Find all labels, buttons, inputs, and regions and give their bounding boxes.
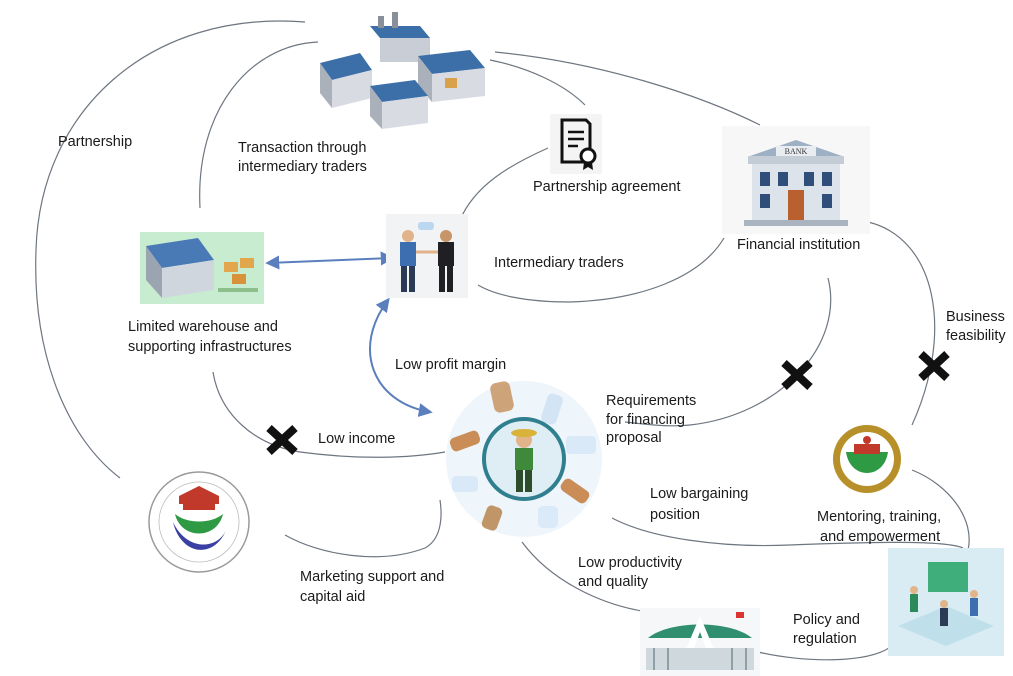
bank-requirements-connector [624,277,832,427]
business-feasibility-label-line1: Business [946,309,1005,325]
low-productivity-label-line1: Low productivity [578,555,682,571]
low-bargaining-label-line1: Low bargaining [650,486,749,502]
cross-mark-icon [918,351,950,381]
warehouse-income-connector [212,371,446,458]
warehouses-agreement-connector [489,59,586,106]
bank-traders-connector [477,237,725,303]
village-ministry-logo [148,471,250,573]
ministry-marketing-connector [284,499,442,558]
requirements-label-line2: for financing [606,412,685,428]
financial-institution-label: Financial institution [737,237,861,253]
mentoring-label-line1: Mentoring, training, [817,509,942,525]
business-feasibility-label-line2: feasibility [946,328,1006,344]
low-productivity-label-line2: and quality [578,574,649,590]
mentoring-label-line2: and empowerment [820,529,941,545]
government-building-icon [640,608,760,676]
policy-label-line2: regulation [793,631,857,647]
bank-mentoring-connector [867,221,936,426]
warehouse-traders-arrow [265,251,395,270]
transaction-label-line1: Transaction through [238,140,367,156]
partnership-agreement-label: Partnership agreement [533,179,681,195]
industrial-warehouses-icon [320,12,485,129]
warehouse-label-line2: supporting infrastructures [128,339,292,355]
agreement-traders-connector [459,147,549,221]
partnership-label: Partnership [58,134,133,150]
traders-handshake-icon [386,214,468,298]
farmer-mentoring-connector [611,517,964,549]
transaction-label-line2: intermediary traders [238,159,367,175]
traders-farmer-arrow [369,297,433,417]
requirements-label-line3: proposal [606,430,662,446]
policy-connector [757,644,894,661]
warehouses-bank-connector [494,51,761,126]
low-profit-margin-label: Low profit margin [395,357,507,373]
cross-mark-icon [781,360,813,390]
partnership-connector [35,20,306,479]
low-bargaining-label-line2: position [650,507,700,523]
limited-warehouse-icon [140,232,264,304]
bank-sign-text: BANK [785,147,808,156]
warehouse-label-line1: Limited warehouse and [128,319,278,335]
farmer-productivity-connector [521,541,649,613]
marketing-label-line2: capital aid [300,589,366,605]
farmer-products-icon [446,381,602,537]
regional-government-logo [833,425,901,493]
marketing-label-line1: Marketing support and [300,569,445,585]
bank-building-icon: BANK [722,126,870,234]
partnership-document-icon [550,114,602,174]
policy-label-line1: Policy and [793,612,860,628]
intermediary-traders-label: Intermediary traders [494,255,624,271]
requirements-label-line1: Requirements [606,393,697,409]
mentoring-meeting-connector [911,469,970,551]
transaction-connector [199,41,319,209]
cross-mark-icon [266,425,298,455]
policy-meeting-icon [888,548,1004,656]
low-income-label: Low income [318,431,396,447]
